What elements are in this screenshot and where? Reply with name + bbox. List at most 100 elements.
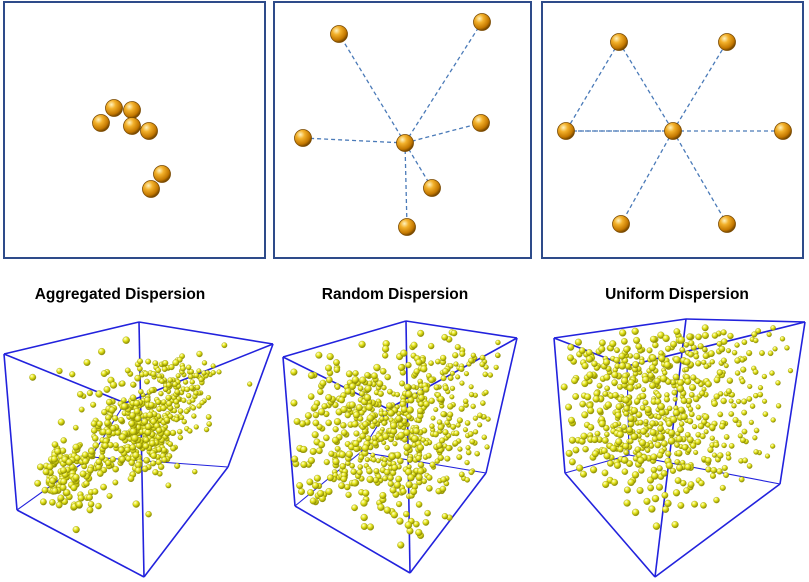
sphere bbox=[365, 403, 373, 411]
sphere bbox=[450, 423, 457, 430]
sphere bbox=[196, 368, 202, 374]
sphere bbox=[738, 476, 745, 483]
sphere bbox=[177, 408, 184, 414]
sphere bbox=[144, 378, 150, 385]
cube-edge bbox=[564, 472, 656, 578]
sphere bbox=[591, 436, 599, 444]
sphere bbox=[474, 450, 480, 457]
sphere bbox=[662, 334, 670, 343]
particle bbox=[718, 33, 736, 51]
sphere bbox=[118, 446, 125, 454]
sphere bbox=[467, 431, 474, 437]
sphere bbox=[201, 370, 207, 376]
sphere bbox=[651, 494, 660, 503]
link-line bbox=[404, 142, 408, 228]
sphere bbox=[381, 461, 388, 468]
sphere bbox=[393, 481, 401, 489]
sphere bbox=[439, 485, 447, 493]
panel-uniform-2d bbox=[541, 1, 804, 259]
sphere bbox=[181, 419, 187, 425]
sphere bbox=[449, 385, 456, 391]
link-line bbox=[302, 137, 406, 144]
link-line bbox=[338, 33, 406, 144]
sphere bbox=[384, 373, 391, 381]
sphere bbox=[86, 466, 94, 474]
sphere bbox=[648, 505, 656, 513]
sphere bbox=[613, 461, 622, 469]
sphere bbox=[430, 415, 436, 421]
sphere bbox=[637, 419, 644, 426]
sphere bbox=[309, 497, 317, 505]
sphere bbox=[470, 403, 476, 410]
sphere bbox=[129, 444, 137, 451]
sphere bbox=[196, 403, 202, 409]
sphere bbox=[674, 477, 682, 484]
sphere bbox=[405, 481, 413, 489]
cube-edge bbox=[779, 321, 806, 485]
sphere bbox=[418, 401, 425, 407]
sphere bbox=[615, 403, 623, 411]
sphere bbox=[411, 384, 417, 390]
sphere bbox=[468, 384, 474, 390]
sphere bbox=[713, 441, 720, 448]
sphere bbox=[468, 357, 475, 364]
sphere bbox=[382, 475, 388, 482]
sphere bbox=[132, 451, 140, 459]
sphere bbox=[247, 381, 253, 387]
sphere bbox=[103, 386, 111, 393]
sphere bbox=[174, 389, 181, 395]
sphere bbox=[109, 425, 117, 432]
sphere bbox=[612, 391, 619, 399]
sphere bbox=[761, 373, 768, 380]
sphere bbox=[108, 406, 116, 414]
link-line bbox=[672, 41, 728, 132]
panel-aggregated-2d bbox=[3, 1, 266, 259]
sphere bbox=[609, 444, 617, 453]
sphere bbox=[397, 457, 404, 465]
sphere bbox=[482, 371, 489, 378]
sphere bbox=[97, 470, 104, 477]
sphere bbox=[670, 340, 678, 348]
sphere bbox=[584, 393, 592, 401]
sphere bbox=[604, 431, 610, 438]
sphere bbox=[88, 448, 96, 455]
sphere bbox=[410, 488, 418, 496]
sphere bbox=[49, 477, 57, 485]
sphere bbox=[630, 433, 638, 441]
sphere bbox=[146, 411, 154, 419]
sphere bbox=[196, 350, 203, 358]
sphere bbox=[614, 411, 622, 419]
sphere bbox=[333, 418, 342, 426]
sphere bbox=[114, 429, 121, 436]
sphere bbox=[351, 376, 360, 384]
sphere bbox=[721, 338, 728, 345]
sphere bbox=[161, 366, 168, 372]
sphere bbox=[326, 353, 334, 361]
sphere bbox=[665, 450, 672, 457]
sphere bbox=[741, 409, 748, 416]
sphere bbox=[358, 454, 365, 461]
sphere bbox=[198, 376, 204, 383]
sphere bbox=[362, 421, 369, 428]
sphere bbox=[676, 464, 684, 472]
sphere bbox=[596, 382, 603, 389]
sphere bbox=[665, 461, 674, 470]
sphere bbox=[72, 473, 80, 481]
sphere bbox=[678, 421, 685, 427]
sphere bbox=[621, 456, 629, 464]
sphere bbox=[119, 433, 127, 441]
sphere bbox=[90, 420, 98, 427]
sphere bbox=[170, 429, 177, 436]
sphere bbox=[665, 420, 673, 427]
sphere bbox=[405, 413, 412, 420]
sphere bbox=[734, 342, 740, 348]
sphere bbox=[495, 352, 501, 358]
sphere bbox=[309, 448, 317, 455]
sphere bbox=[189, 379, 195, 385]
sphere bbox=[469, 438, 476, 445]
particle bbox=[153, 165, 171, 183]
sphere bbox=[150, 452, 157, 460]
sphere bbox=[81, 451, 89, 459]
sphere bbox=[98, 454, 106, 461]
sphere bbox=[352, 411, 360, 419]
